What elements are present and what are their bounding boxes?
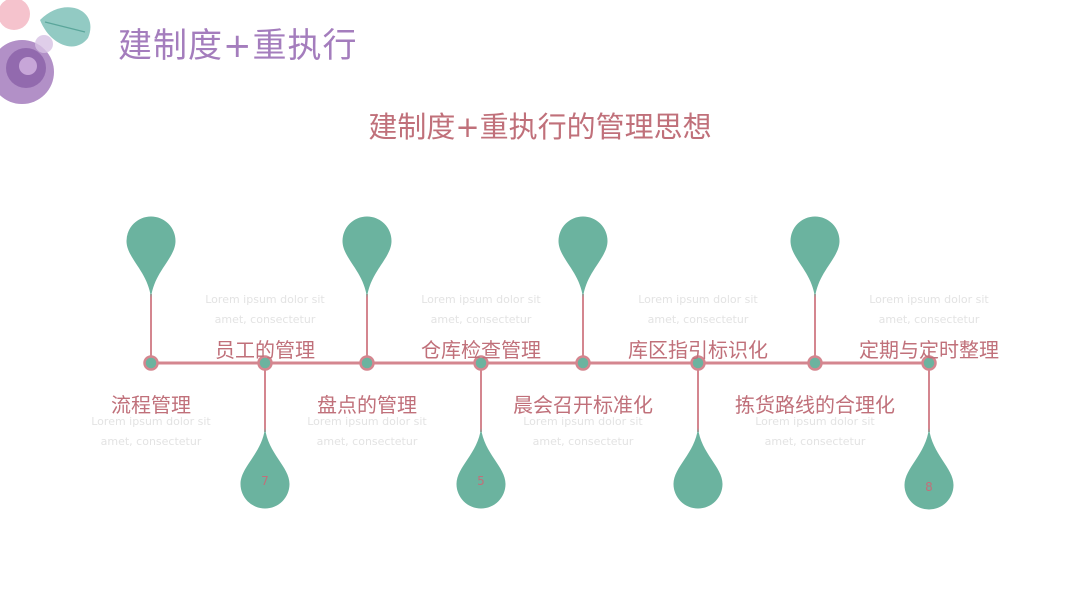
drop-number-4: 8	[925, 480, 933, 494]
down-drop-2	[457, 428, 506, 509]
up-drop-1	[127, 217, 176, 299]
timeline-node-1	[145, 357, 158, 370]
up-label-4: 定期与定时整理	[859, 334, 999, 363]
down-drop-4	[905, 428, 954, 509]
drop-number-1: 7	[261, 474, 269, 488]
timeline-node-3	[577, 357, 590, 370]
timeline-node-2	[361, 357, 374, 370]
down-drop-1	[241, 428, 290, 509]
up-label-3: 库区指引标识化	[628, 334, 768, 363]
timeline-node-4	[809, 357, 822, 370]
up-drop-2	[343, 217, 392, 299]
down-drop-3	[674, 428, 723, 509]
up-drop-3	[559, 217, 608, 299]
up-drop-4	[791, 217, 840, 299]
drop-number-2: 5	[477, 474, 485, 488]
up-label-2: 仓库检查管理	[421, 334, 541, 363]
up-label-1: 员工的管理	[215, 334, 315, 363]
